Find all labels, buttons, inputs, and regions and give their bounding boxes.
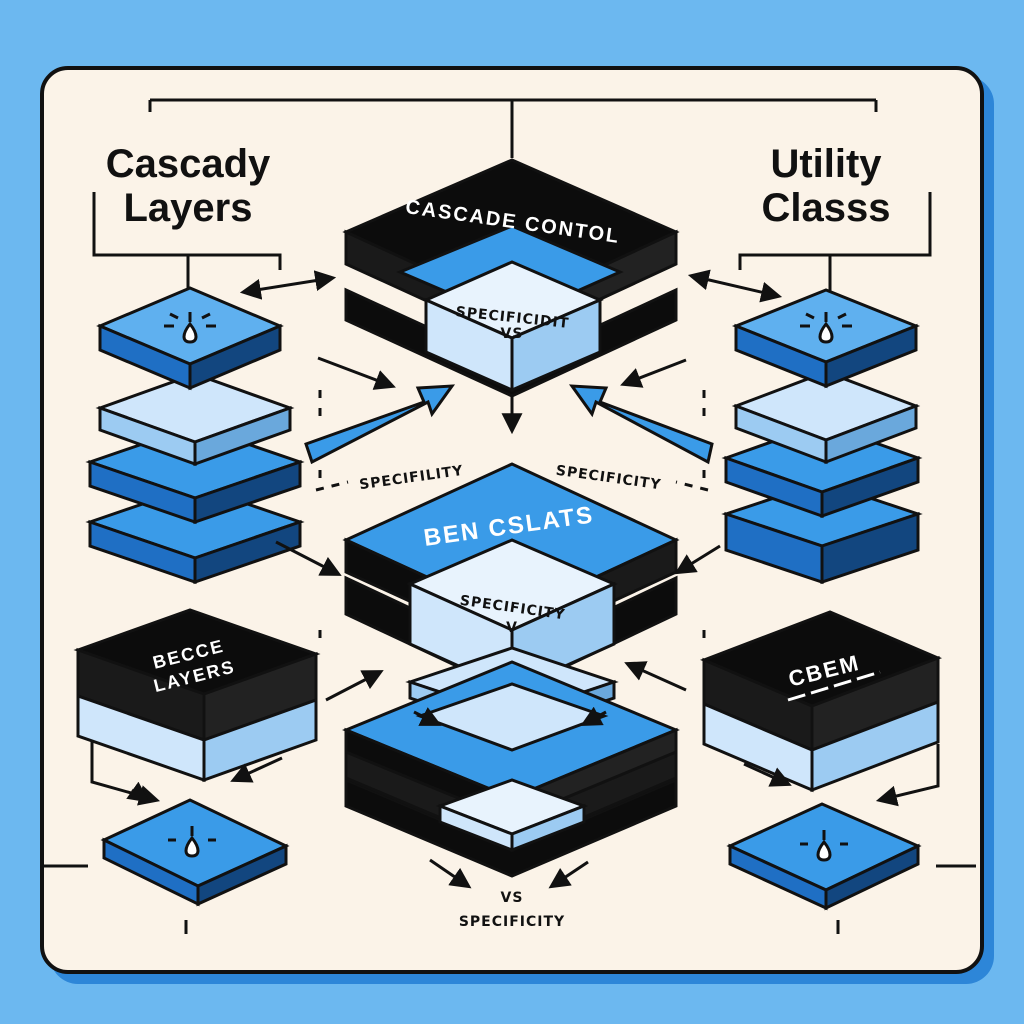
blue-arrows — [304, 384, 714, 465]
top-center-inner-line2: VS — [501, 326, 524, 342]
arrow-right-slab-to-center — [624, 661, 687, 692]
bottom-right-drop-icon — [800, 830, 848, 862]
label-specificity-left: SPECIFILITY — [358, 463, 464, 493]
arrow-top-left-double — [239, 270, 337, 300]
heading-left-line2: Layers — [123, 186, 253, 230]
middle-center-slab: BEN CSLATS SPECIFICITY V — [342, 462, 680, 694]
arrow-bottom-vs-left — [429, 858, 472, 889]
right-stack-layer-2 — [731, 370, 921, 465]
arrow-left-slab-to-center — [325, 670, 384, 702]
left-stack — [85, 286, 305, 585]
bottom-center-stack — [342, 660, 680, 878]
label-bottom-specificity: SPECIFICITY — [459, 914, 565, 930]
label-specificity-right: SPECIFICITY — [555, 463, 663, 494]
left-drop-icon — [164, 312, 216, 344]
dash-specificity-left — [315, 480, 349, 492]
arrow-left-to-top — [317, 356, 396, 390]
bottom-left-plate — [100, 798, 290, 907]
top-center-slab: CASCADE CONTOL SPECIFICIDIT VS — [342, 158, 680, 398]
arrow-bottom-inner-left — [413, 707, 442, 726]
left-stack-layer-2 — [95, 372, 295, 467]
right-heading-connector — [738, 192, 932, 292]
heading-left-line1: Cascady — [105, 142, 271, 186]
dash-specificity-right — [675, 480, 709, 492]
bottom-right-slab: CBEM — [699, 610, 943, 793]
arrow-bottom-right-return — [743, 762, 792, 787]
blue-arrow-left — [304, 384, 456, 465]
top-bracket — [148, 98, 878, 158]
blue-arrow-right — [568, 384, 714, 465]
arrow-right-to-top — [620, 358, 687, 388]
left-heading-connector — [92, 192, 282, 292]
arrow-bottom-inner-right — [580, 706, 607, 727]
arrow-top-right-double — [687, 269, 783, 303]
arrow-bottom-right-down — [875, 744, 940, 807]
arrow-down-left-plate — [126, 781, 150, 803]
middle-center-inner-line2: V — [506, 620, 518, 636]
connector-arrows — [40, 269, 976, 934]
heading-left: Cascady Layers — [78, 142, 298, 230]
bottom-left-drop-icon — [168, 826, 216, 858]
arrow-right-to-middle — [674, 544, 721, 575]
heading-right-line2: Classs — [761, 186, 891, 230]
bottom-right-slab-underline — [787, 670, 881, 702]
heading-right-line1: Utility — [770, 142, 882, 186]
right-stack — [721, 288, 923, 585]
arrow-bottom-left-return — [230, 756, 283, 783]
arrow-left-to-middle — [275, 540, 342, 576]
right-drop-icon — [800, 312, 852, 344]
bottom-right-plate — [726, 802, 922, 911]
label-bottom-vs: VS — [501, 890, 524, 906]
bottom-left-slab: BECCE LAYERS — [73, 608, 321, 783]
heading-right: Utility Classs — [716, 142, 936, 230]
arrow-bottom-vs-right — [548, 860, 589, 889]
